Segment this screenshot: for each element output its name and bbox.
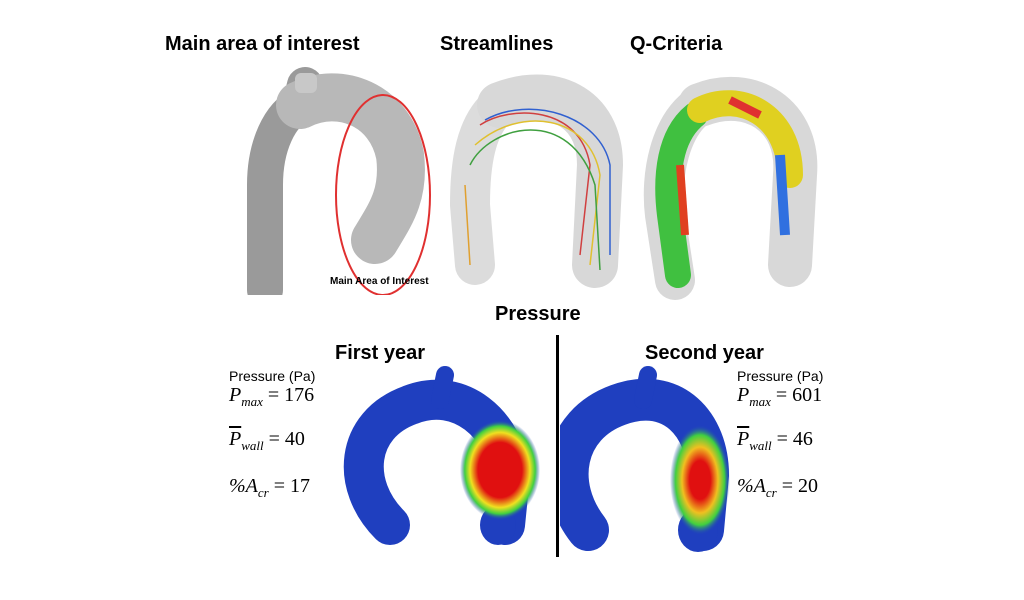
aorta-geometry-image (247, 67, 431, 295)
acr-value: = 20 (781, 475, 819, 497)
first-year-pmax: Pmax = 176 (229, 384, 314, 410)
second-year-acr: %Acr = 20 (737, 475, 818, 501)
first-year-unit-label: Pressure (Pa) (229, 368, 316, 384)
second-year-pressure-map (560, 366, 730, 552)
pmax-symbol: P (737, 384, 750, 406)
pmax-sub: max (749, 394, 771, 409)
main-area-annotation: Main Area of Interest (330, 276, 429, 287)
divider (556, 335, 559, 557)
pmax-value: = 601 (775, 384, 823, 406)
streamlines-image (450, 74, 624, 288)
acr-sub: cr (257, 485, 269, 500)
first-year-pwall: Pwall = 40 (229, 428, 305, 454)
q-criteria-title: Q-Criteria (630, 33, 723, 55)
second-year-pmax: Pmax = 601 (737, 384, 822, 410)
second-year-pwall: Pwall = 46 (737, 428, 813, 454)
first-year-acr: %Acr = 17 (229, 475, 310, 501)
pressure-title: Pressure (495, 303, 581, 325)
first-year-title: First year (335, 342, 426, 364)
pmax-sub: max (241, 394, 263, 409)
acr-symbol: %A (737, 475, 766, 497)
second-year-unit-label: Pressure (Pa) (737, 368, 824, 384)
pwall-sub: wall (749, 438, 772, 453)
pmax-symbol: P (229, 384, 242, 406)
pwall-sub: wall (241, 438, 264, 453)
acr-value: = 17 (273, 475, 311, 497)
pwall-symbol: P (229, 428, 242, 450)
main-area-title: Main area of interest (165, 33, 360, 55)
pwall-value: = 46 (776, 428, 813, 450)
first-year-pressure-map (343, 366, 540, 545)
pmax-value: = 176 (267, 384, 315, 406)
acr-sub: cr (765, 485, 777, 500)
streamlines-title: Streamlines (440, 33, 554, 55)
pwall-symbol: P (737, 428, 750, 450)
acr-symbol: %A (229, 475, 258, 497)
pwall-value: = 40 (268, 428, 305, 450)
q-criteria-image (643, 76, 818, 300)
second-year-title: Second year (645, 342, 764, 364)
